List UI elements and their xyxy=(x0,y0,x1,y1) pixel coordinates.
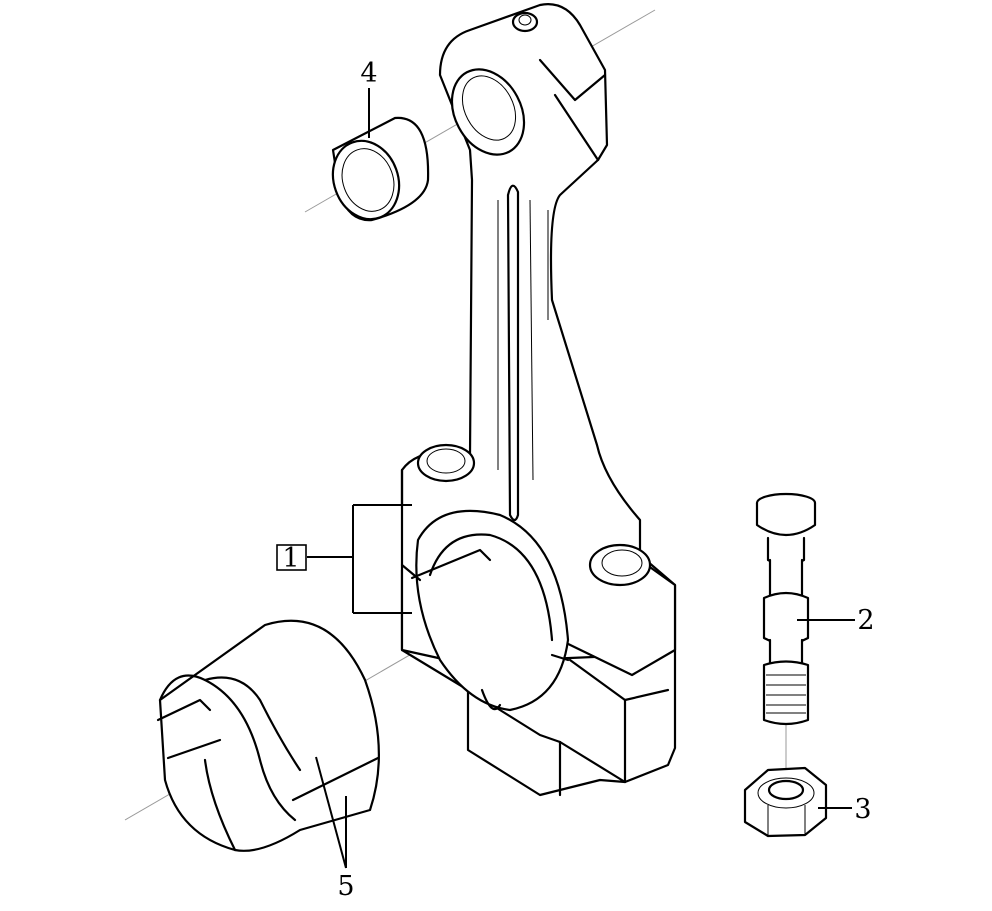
callout-bearing: 5 xyxy=(337,871,354,902)
leader-lines xyxy=(307,88,855,869)
bolt xyxy=(755,492,817,726)
connecting-rod xyxy=(400,3,677,797)
callout-bolt: 2 xyxy=(857,605,874,636)
bolt-boss-left xyxy=(416,443,476,483)
bolt-boss-right xyxy=(588,543,652,587)
bearing-shells xyxy=(156,619,380,852)
callout-bushing: 4 xyxy=(360,58,377,89)
oil-hole xyxy=(511,11,539,33)
kit-callout-box xyxy=(276,544,307,571)
bushing xyxy=(331,116,430,222)
rod-web-slot xyxy=(506,184,520,522)
callout-nut: 3 xyxy=(854,794,871,825)
callout-kit: 1 xyxy=(282,543,299,574)
rod-body xyxy=(400,3,677,677)
hex-nut xyxy=(743,766,828,838)
